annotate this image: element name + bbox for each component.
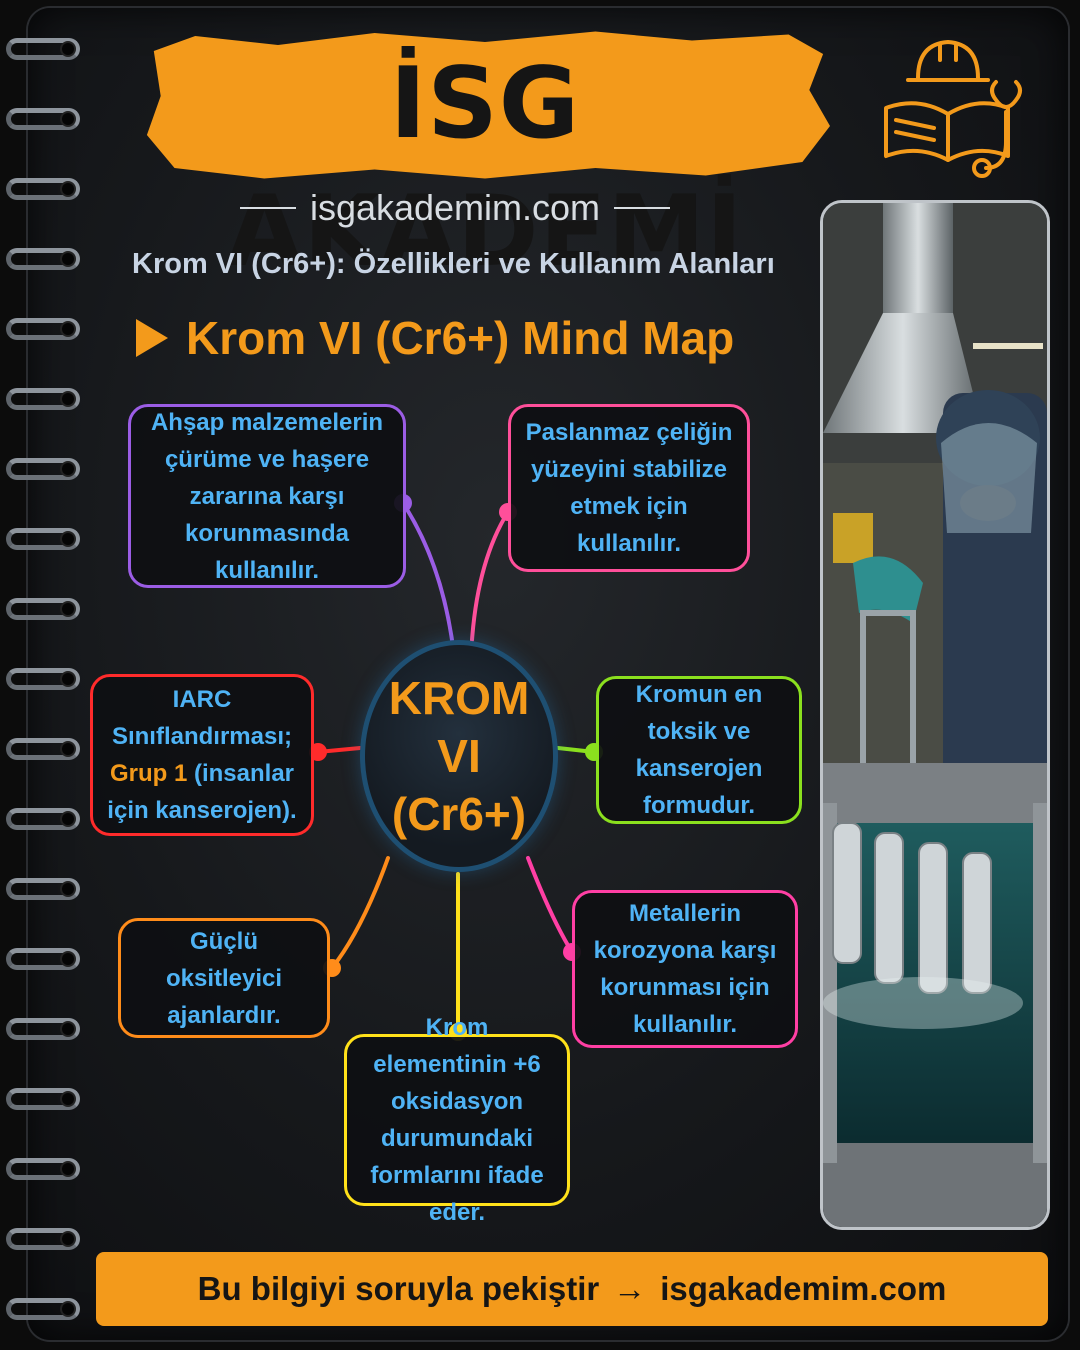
website-line: isgakademim.com <box>240 187 670 228</box>
binding-hole <box>62 953 74 965</box>
binding-ring <box>6 318 80 340</box>
binding-ring <box>6 948 80 970</box>
binding-ring <box>6 1298 80 1320</box>
center-label-line2: (Cr6+) <box>391 788 527 840</box>
binding-ring <box>6 878 80 900</box>
arrow-right-icon: → <box>613 1270 647 1307</box>
website-dash-right <box>614 207 670 209</box>
hardhat-book-stethoscope-icon <box>884 40 1022 178</box>
page-subtitle: Krom VI (Cr6+): Özellikleri ve Kullanım … <box>132 248 775 280</box>
connector-corrosion <box>526 856 574 954</box>
binding-ring <box>6 458 80 480</box>
binding-hole <box>62 113 74 125</box>
connector-oxidizer <box>330 856 390 970</box>
binding-ring <box>6 528 80 550</box>
binding-ring <box>6 388 80 410</box>
binding-hole <box>62 743 74 755</box>
binding-hole <box>62 1093 74 1105</box>
brand-title: İSG AKADEMİ <box>226 47 744 289</box>
website-link[interactable]: isgakademim.com <box>309 187 601 228</box>
node-text-oxidation-state: Krom elementinin +6 oksidasyon durumunda… <box>370 1014 544 1226</box>
binding-ring <box>6 668 80 690</box>
iarc-prefix: IARC Sınıflandırması; <box>111 686 293 750</box>
node-text-most-toxic: Kromun en toksik ve kanserojen formudur. <box>635 681 763 819</box>
binding-ring <box>6 1088 80 1110</box>
mindmap-heading-label: Krom VI (Cr6+) Mind Map <box>186 312 735 364</box>
node-text-corrosion: Metallerin korozyona karşı korunması içi… <box>593 900 777 1038</box>
binding-ring <box>6 1158 80 1180</box>
iarc-group-1: Grup 1 <box>109 760 188 787</box>
node-card-wood-protection: Ahşap malzemelerin çürüme ve haşere zara… <box>128 404 406 588</box>
footer-website-link[interactable]: isgakademim.com <box>660 1270 947 1307</box>
binding-ring <box>6 808 80 830</box>
play-triangle-icon <box>136 319 168 357</box>
binding-hole <box>62 1233 74 1245</box>
binding-ring <box>6 38 80 60</box>
binding-hole <box>62 253 74 265</box>
iarc-suffix: (insanlar için kanserojen). <box>107 760 297 824</box>
node-card-iarc-classification: IARC Sınıflandırması; Grup 1 (insanlar i… <box>90 674 314 836</box>
worker-electroplating-photo <box>820 200 1050 1230</box>
binding-ring <box>6 598 80 620</box>
footer-cta-text: Bu bilgiyi soruyla pekiştir <box>197 1270 600 1307</box>
binding-hole <box>62 673 74 685</box>
binding-hole <box>62 533 74 545</box>
mindmap-heading: Krom VI (Cr6+) Mind Map <box>136 308 734 368</box>
binding-hole <box>62 463 74 475</box>
binding-ring <box>6 738 80 760</box>
node-text-steel-stabilize: Paslanmaz çeliğin yüzeyini stabilize etm… <box>525 419 733 557</box>
binding-hole <box>62 183 74 195</box>
binding-hole <box>62 1023 74 1035</box>
binding-ring <box>6 1228 80 1250</box>
binding-ring <box>6 178 80 200</box>
node-text-iarc: IARC Sınıflandırması; Grup 1 (insanlar i… <box>107 681 297 829</box>
brand-brush-stroke <box>146 31 830 179</box>
footer-cta-bar[interactable]: Bu bilgiyi soruyla pekiştir → isgakademi… <box>96 1252 1048 1326</box>
node-card-most-toxic: Kromun en toksik ve kanserojen formudur. <box>596 676 802 824</box>
binding-ring <box>6 108 80 130</box>
node-card-oxidation-state: Krom elementinin +6 oksidasyon durumunda… <box>344 1014 570 1226</box>
binding-hole <box>62 1303 74 1315</box>
binding-hole <box>62 603 74 615</box>
binding-ring <box>6 248 80 270</box>
node-text-wood-protection: Ahşap malzemelerin çürüme ve haşere zara… <box>150 408 384 584</box>
connector-steel <box>470 510 510 642</box>
node-card-corrosion: Metallerin korozyona karşı korunması içi… <box>572 890 798 1048</box>
binding-ring <box>6 1018 80 1040</box>
node-card-steel-stabilize: Paslanmaz çeliğin yüzeyini stabilize etm… <box>508 404 750 572</box>
binding-hole <box>62 883 74 895</box>
node-text-oxidizer: Güçlü oksitleyici ajanlardır. <box>165 927 283 1029</box>
binding-hole <box>62 393 74 405</box>
mindmap-center-node: KROM VI (Cr6+) <box>360 640 558 872</box>
spiral-binding <box>0 0 90 1350</box>
binding-hole <box>62 813 74 825</box>
center-label-line1: KROM VI <box>388 672 530 782</box>
website-dash-left <box>240 207 296 209</box>
connector-wood <box>401 501 454 642</box>
node-card-oxidizer: Güçlü oksitleyici ajanlardır. <box>118 918 330 1038</box>
photo-illustration <box>823 203 1047 1227</box>
binding-hole <box>62 1163 74 1175</box>
binding-hole <box>62 43 74 55</box>
binding-hole <box>62 323 74 335</box>
